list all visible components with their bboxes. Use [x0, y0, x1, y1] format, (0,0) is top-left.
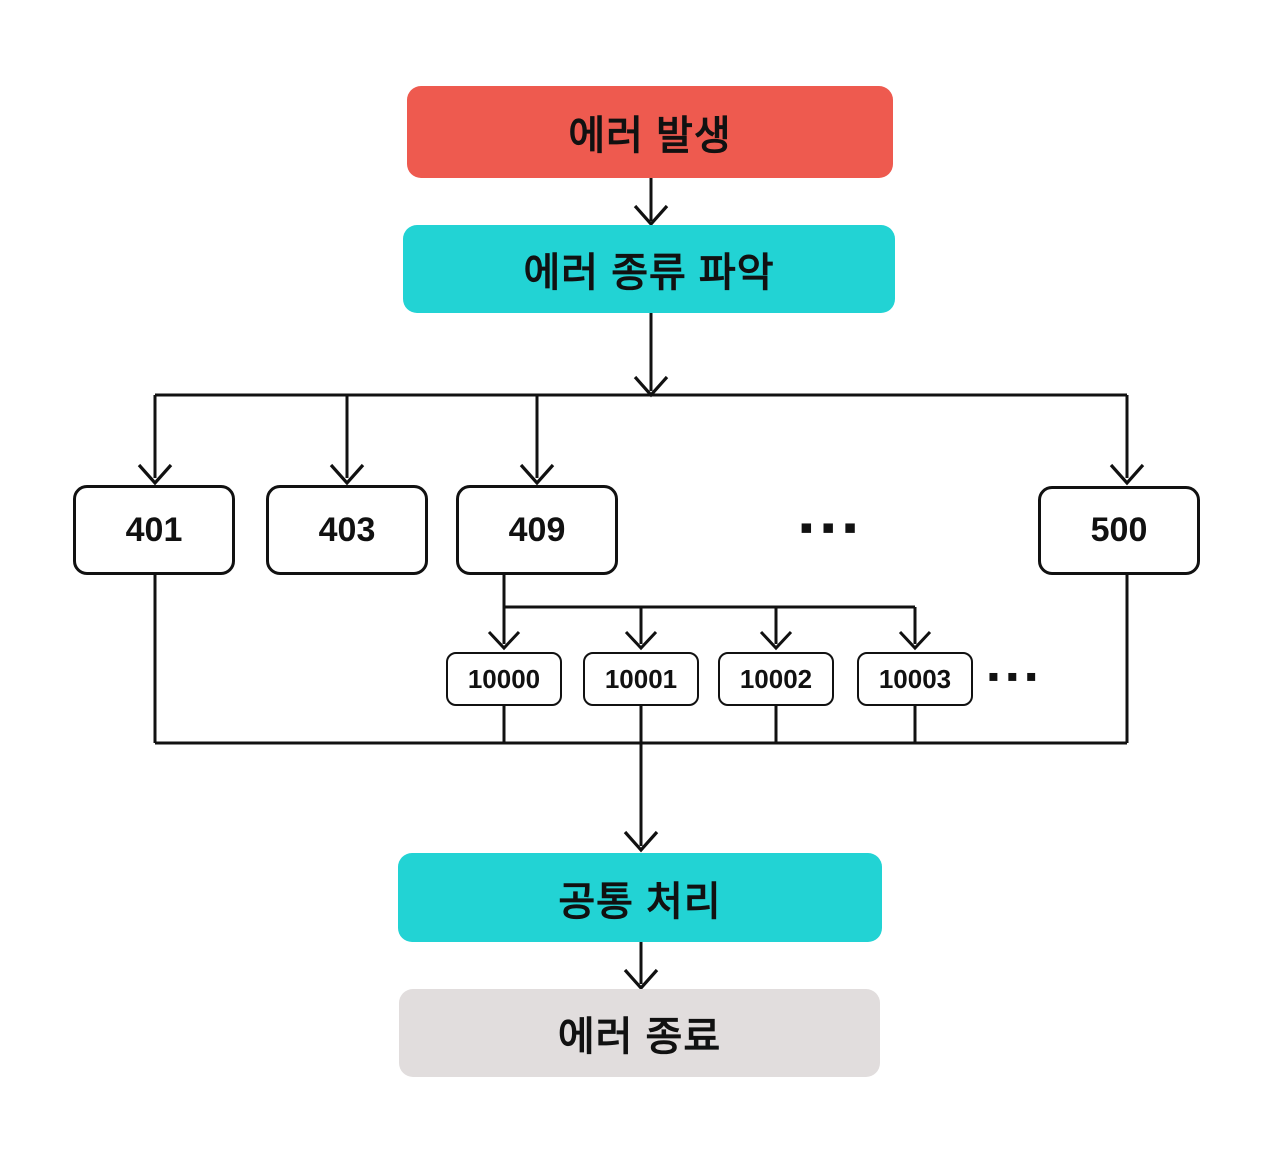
- arrow-branch-to-401: [137, 395, 173, 486]
- node-common-processing: 공통 처리: [398, 853, 882, 942]
- node-error-code-500: 500: [1038, 486, 1200, 575]
- node-error-code-401: 401: [73, 485, 235, 575]
- node-identify-error-type-label: 에러 종류 파악: [523, 251, 775, 295]
- arrow-sub-to-10000: [487, 607, 521, 651]
- node-detail-code-10001: 10001: [583, 652, 699, 706]
- node-detail-code-10000: 10000: [446, 652, 562, 706]
- node-common-processing-label: 공통 처리: [558, 879, 722, 924]
- node-error-code-409-label: 409: [508, 510, 566, 549]
- node-error-occurred-label: 에러 발생: [568, 114, 732, 158]
- node-error-code-403-label: 403: [318, 510, 376, 549]
- ellipsis-detail-codes-glyphs: ▪▪▪: [988, 666, 1045, 685]
- node-detail-code-10003-label: 10003: [878, 663, 952, 694]
- node-detail-code-10002: 10002: [718, 652, 834, 706]
- arrow-branch-to-500: [1109, 395, 1145, 486]
- arrow-collector-to-common: [623, 743, 659, 853]
- node-identify-error-type: 에러 종류 파악: [403, 225, 895, 313]
- node-detail-code-10001-label: 10001: [604, 663, 678, 694]
- ellipsis-detail-codes-icon: ▪▪▪: [988, 668, 1045, 684]
- node-error-end-label: 에러 종료: [557, 1015, 722, 1059]
- node-error-end: 에러 종료: [399, 989, 880, 1077]
- node-error-code-401-label: 401: [125, 510, 183, 549]
- node-detail-code-10000-label: 10000: [467, 663, 541, 694]
- arrow-sub-to-10002: [759, 607, 793, 651]
- node-detail-code-10003: 10003: [857, 652, 973, 706]
- node-detail-code-10002-label: 10002: [739, 663, 813, 694]
- arrow-classify-to-branch: [633, 313, 669, 398]
- sub-branch-rail: [502, 575, 915, 609]
- arrow-start-to-classify: [633, 178, 669, 227]
- arrow-branch-to-409: [519, 395, 555, 486]
- node-error-occurred: 에러 발생: [407, 86, 893, 178]
- arrow-common-to-end: [623, 942, 659, 991]
- ellipsis-error-codes-icon: ▪▪▪: [800, 518, 866, 537]
- arrow-sub-to-10003: [898, 607, 932, 651]
- node-error-code-403: 403: [266, 485, 428, 575]
- ellipsis-error-codes-glyphs: ▪▪▪: [800, 516, 866, 538]
- arrow-branch-to-403: [329, 395, 365, 486]
- node-error-code-500-label: 500: [1090, 511, 1148, 549]
- arrow-sub-to-10001: [624, 607, 658, 651]
- node-error-code-409: 409: [456, 485, 618, 575]
